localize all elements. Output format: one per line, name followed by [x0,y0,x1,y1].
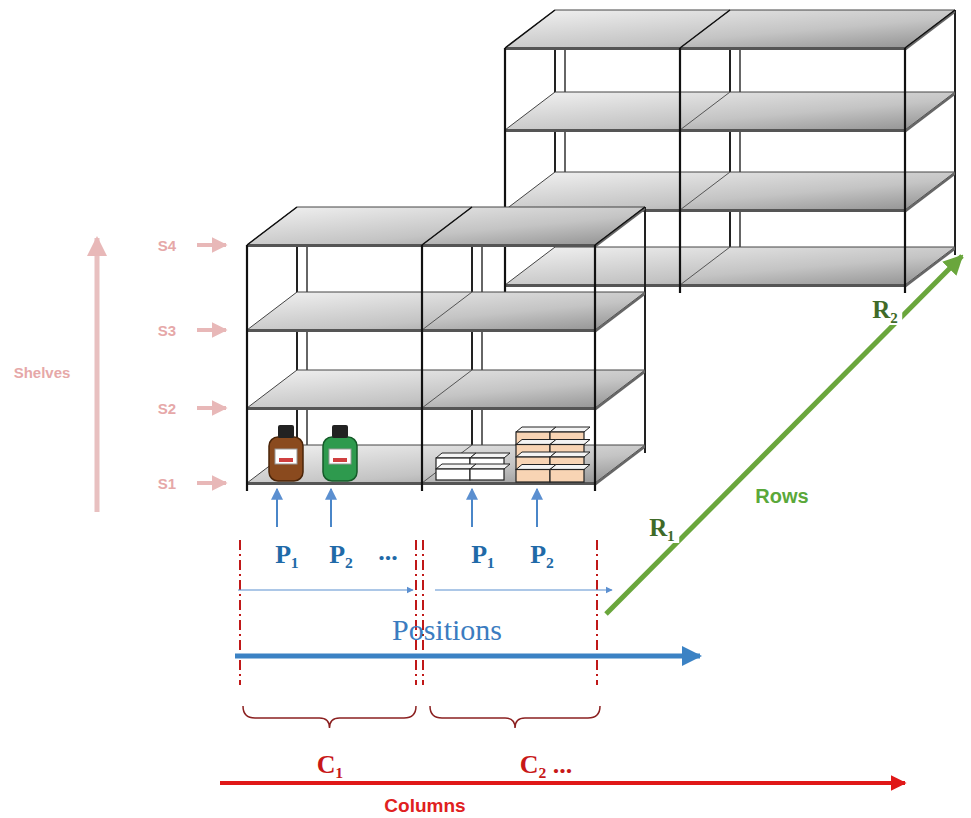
post-top [905,10,955,48]
post-top [505,10,555,48]
shelf-board [505,247,955,285]
box-stack [436,453,510,480]
shelf-pointer [197,406,226,410]
front-post [594,245,596,491]
front-shelving-unit [247,207,645,491]
position-pointer [276,489,278,527]
front-post [421,245,423,491]
axis-label: P₂ [329,540,353,570]
axis-label: P₁ [275,540,299,570]
position-pointer [471,489,473,527]
front-post [904,48,906,293]
shelf-board [505,10,955,48]
post-top [247,207,297,245]
axis-label: C₁ [317,750,344,780]
back-post [954,10,956,255]
axis-label: ... [378,537,398,567]
back-post [644,207,646,453]
shelf-board [247,445,645,483]
shelf-divider [422,207,472,245]
shelf-side [905,172,955,213]
column-boundary [415,540,417,685]
axis-title: Shelves [14,364,71,381]
bottle [269,425,303,481]
column-brace [430,706,600,728]
shelf-divider [680,172,730,210]
front-post [246,245,248,491]
column-brace [243,706,416,728]
column-boundary [596,540,598,685]
position-span-arrow [435,589,612,590]
back-shelving-unit [505,10,955,293]
shelf-divider [422,370,472,408]
shelf-divider [680,92,730,130]
axis-label: Rows [751,484,812,509]
axis-label: R₁ [645,513,679,543]
shelf-lip [505,284,905,287]
axis-label: S3 [158,322,176,339]
axis-label: S4 [158,237,176,254]
shelf-board [247,207,645,245]
shelf-side [595,292,645,333]
axis-label: S2 [158,400,176,417]
shelf-side [595,370,645,411]
post-top [595,207,645,245]
shelf-pointer [197,481,226,485]
axis-label: R₂ [868,295,902,325]
column-boundary [239,540,241,685]
shelf-pointer [197,328,226,332]
shelf-board [247,292,645,330]
shelf-divider [422,292,472,330]
position-pointer [330,489,332,527]
position-span-arrow [238,589,413,590]
axis-label: P₁ [471,540,495,570]
shelf-side [595,207,645,248]
post-top [680,10,730,48]
shelf-side [905,10,955,51]
shelf-board [247,370,645,408]
front-post [504,48,506,293]
shelf-board [505,92,955,130]
axis-label: P₂ [530,540,554,570]
shelf-board [505,172,955,210]
axis-label: Positions [392,613,502,647]
shelf-pointer [197,243,226,247]
axis-label: C₂ ... [520,750,573,780]
shelf-lip [505,47,905,50]
front-post [679,48,681,293]
shelf-lip [505,129,905,132]
box-stack [516,427,590,482]
rows-axis-arrow [606,256,962,614]
shelf-divider [680,10,730,48]
shelf-divider [680,247,730,285]
position-pointer [536,489,538,527]
shelf-side [905,92,955,133]
axis-label: Columns [384,795,465,817]
bottle [323,425,357,481]
shelves-axis-arrow [95,238,100,512]
positions-axis-arrow [235,654,700,659]
post-top [422,207,472,245]
shelf-side [595,445,645,486]
column-boundary [422,540,424,685]
axis-label: S1 [158,475,176,492]
columns-axis-arrow [220,781,905,785]
